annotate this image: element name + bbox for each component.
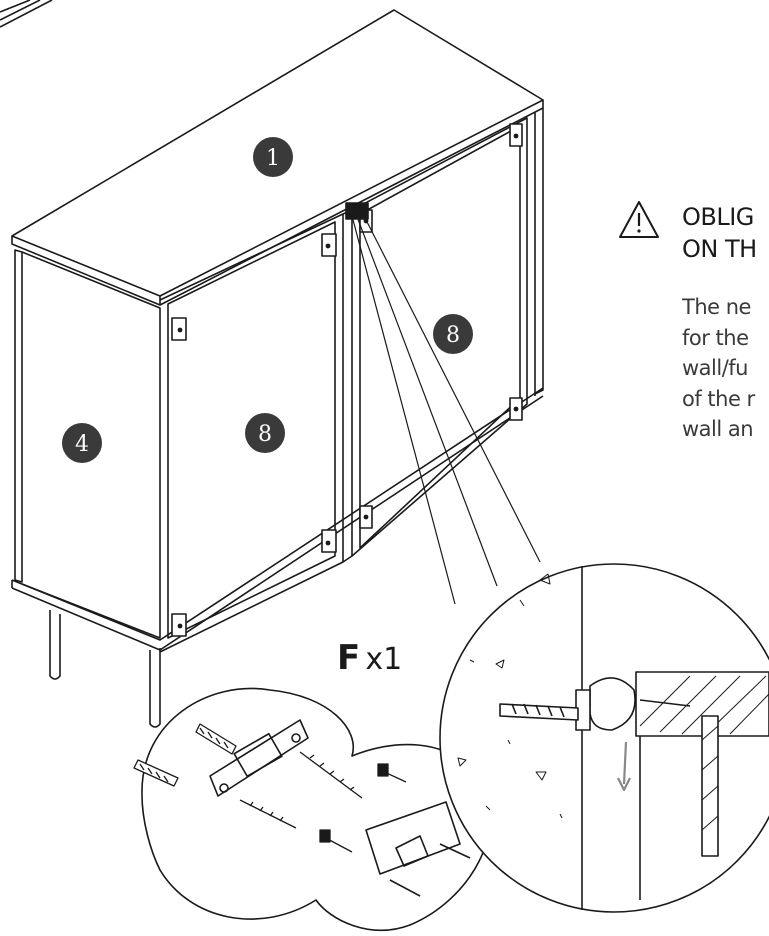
door-left [159, 213, 344, 653]
long-screws [239, 751, 363, 829]
part-badges: 1 4 8 8 [62, 137, 473, 463]
warning-body-line: wall/fu [682, 356, 749, 380]
badge-top: 1 [253, 137, 293, 177]
warning-body-line: The ne [682, 295, 751, 319]
warning-title-line: OBLIG [682, 203, 754, 231]
badge-top-label: 1 [266, 146, 280, 171]
hardware-part-letter: F [337, 638, 361, 678]
warning-title: OBLIG ON TH [682, 201, 769, 265]
badge-door-left-label: 8 [258, 422, 272, 447]
badge-side-label: 4 [75, 432, 89, 457]
warning-body-line: for the [682, 325, 749, 350]
badge-door-right: 8 [433, 314, 473, 354]
right-frame [534, 108, 544, 396]
warning-title-line: ON TH [682, 235, 757, 263]
cabinet-legs [49, 610, 161, 728]
short-screws [319, 763, 407, 853]
warning-body-line: wall an [682, 417, 754, 441]
corner-strokes [0, 0, 53, 28]
detail-circle [439, 563, 769, 913]
side-panel [14, 249, 161, 639]
badge-side: 4 [62, 423, 102, 463]
warning-triangle-icon [619, 201, 659, 238]
wall-plugs [133, 723, 237, 787]
bracket-plate-large [209, 719, 309, 797]
callout-lines [351, 211, 541, 605]
badge-door-right-label: 8 [446, 323, 460, 348]
anchor-bracket [345, 202, 369, 220]
hardware-qty: x1 [365, 642, 403, 677]
badge-door-left: 8 [245, 413, 285, 453]
warning-body-line: of the r [682, 386, 755, 411]
warning-body: The ne for the wall/fu of the r wall an [682, 292, 769, 445]
bracket-plate-small [365, 801, 471, 897]
hardware-quantity: F x1 [337, 638, 402, 678]
